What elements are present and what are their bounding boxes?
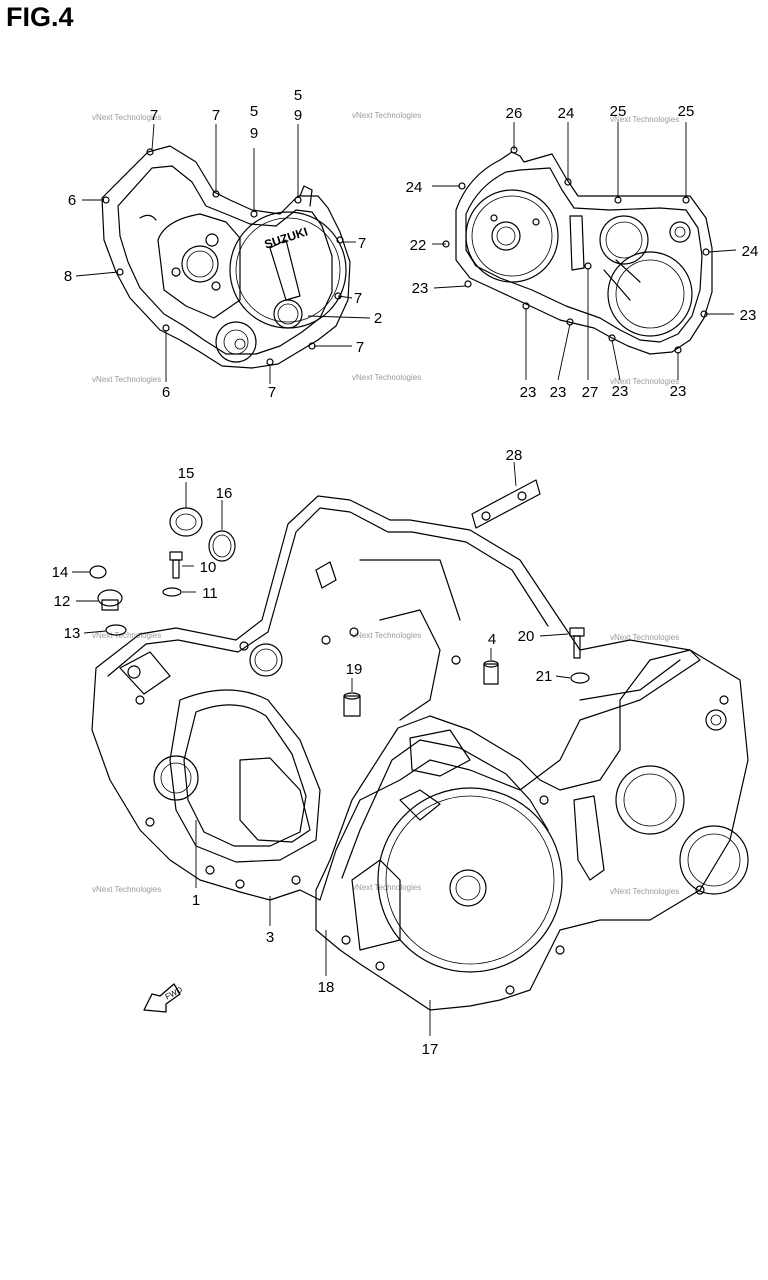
watermark: vNext Technologies [610,633,679,642]
callout-19: 19 [346,661,363,678]
watermark: vNext Technologies [92,631,161,640]
callout-24: 24 [742,243,759,260]
callout-23: 23 [412,280,429,297]
callout-20: 20 [518,628,535,645]
callout-7: 7 [150,107,158,124]
callout-23: 23 [550,384,567,401]
suzuki-logo-text: SUZUKI [263,224,310,251]
callout-7: 7 [354,290,362,307]
callout-23: 23 [740,307,757,324]
callout-9: 9 [250,125,258,142]
callout-28: 28 [506,447,523,464]
callout-10: 10 [200,559,217,576]
callout-21: 21 [536,668,553,685]
callout-26: 26 [506,105,523,122]
callout-6: 6 [162,384,170,401]
callout-5: 5 [250,103,258,120]
forward-arrow: FWD [143,983,184,1013]
callout-16: 16 [216,485,233,502]
callout-11: 11 [202,585,218,602]
callout-6: 6 [68,192,76,209]
figure-title: FIG.4 [6,2,74,32]
watermark: vNext Technologies [610,887,679,896]
callout-25: 25 [610,103,627,120]
watermark: vNext Technologies [92,113,161,122]
callout-12: 12 [54,593,71,610]
small-parts [89,479,590,717]
left-crankcase-cover: SUZUKI [101,145,351,369]
callout-22: 22 [410,237,427,254]
callout-23: 23 [670,383,687,400]
callout-14: 14 [52,564,69,581]
callout-5: 5 [294,87,302,104]
watermark: vNext Technologies [610,377,679,386]
callout-23: 23 [612,383,629,400]
callout-18: 18 [318,979,335,996]
callout-13: 13 [64,625,81,642]
watermarks: vNext Technologies vNext Technologies vN… [92,111,679,896]
callout-1: 1 [192,892,200,909]
callout-labels: 7 7 5 9 5 9 6 8 7 7 2 7 6 7 26 24 25 25 … [52,87,759,1058]
callout-27: 27 [582,384,599,401]
callout-25: 25 [678,103,695,120]
callout-24: 24 [406,179,423,196]
callout-2: 2 [374,310,382,327]
leader-lines [72,122,737,1036]
callout-7: 7 [268,384,276,401]
callout-15: 15 [178,465,195,482]
watermark: vNext Technologies [92,885,161,894]
callout-3: 3 [266,929,274,946]
callout-4: 4 [488,631,496,648]
crankcase-right-half [315,649,749,1011]
callout-7: 7 [358,235,366,252]
watermark: vNext Technologies [92,375,161,384]
right-crankcase-cover [442,146,713,355]
callout-7: 7 [356,339,364,356]
watermark: vNext Technologies [352,631,421,640]
callout-8: 8 [64,268,72,285]
callout-24: 24 [558,105,575,122]
callout-7: 7 [212,107,220,124]
crankcase-left-half [91,495,701,901]
callout-23: 23 [520,384,537,401]
callout-17: 17 [422,1041,439,1058]
callout-9: 9 [294,107,302,124]
watermark: vNext Technologies [352,111,421,120]
watermark: vNext Technologies [610,115,679,124]
watermark: vNext Technologies [352,373,421,382]
